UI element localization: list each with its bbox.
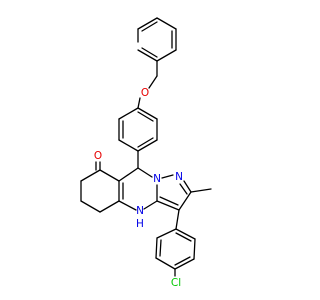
bond: [118, 107, 139, 120]
bridgehead-nitrogen-label: N: [153, 173, 161, 185]
bond: [137, 49, 158, 62]
bond: [118, 200, 137, 211]
bond: [137, 17, 158, 30]
bond: [175, 209, 180, 230]
amine-nitrogen-label: N: [136, 205, 144, 217]
bond: [155, 257, 176, 270]
bond: [190, 188, 212, 193]
bond: [155, 237, 158, 259]
bond: [141, 21, 158, 32]
bond: [137, 137, 154, 148]
bond: [175, 228, 196, 240]
bond: [148, 75, 158, 89]
bond: [174, 258, 195, 270]
bond: [137, 111, 154, 122]
bond: [118, 167, 139, 182]
bond: [118, 139, 139, 152]
bond: [80, 200, 101, 213]
bond: [137, 139, 158, 152]
ether-oxygen-label: O: [141, 87, 149, 99]
bond: [80, 169, 101, 182]
bond: [175, 232, 192, 242]
bond: [193, 238, 196, 260]
bond: [159, 196, 179, 206]
molecule-structure-diagram: O O N N N H Cl: [80, 17, 212, 289]
bond: [137, 167, 153, 178]
ketone-oxygen-label: O: [94, 150, 102, 162]
bond: [99, 200, 120, 213]
bond: [161, 174, 174, 179]
amine-hydrogen-label: H: [136, 218, 144, 230]
bonds: [80, 17, 212, 277]
bond: [156, 17, 177, 30]
bond: [143, 200, 158, 210]
bond: [179, 183, 188, 195]
bond: [99, 169, 120, 182]
bond: [174, 256, 191, 266]
bond: [137, 97, 141, 109]
bond: [156, 49, 177, 62]
bond: [183, 180, 192, 193]
atom-labels: O O N N N H Cl: [94, 87, 183, 289]
bond: [156, 200, 180, 211]
bond: [159, 239, 162, 257]
pyrazole-nitrogen-label: N: [175, 171, 183, 183]
bond: [178, 191, 192, 211]
chlorine-label: Cl: [171, 277, 181, 289]
bond: [156, 228, 177, 239]
bond: [141, 47, 158, 58]
bond: [137, 107, 158, 120]
